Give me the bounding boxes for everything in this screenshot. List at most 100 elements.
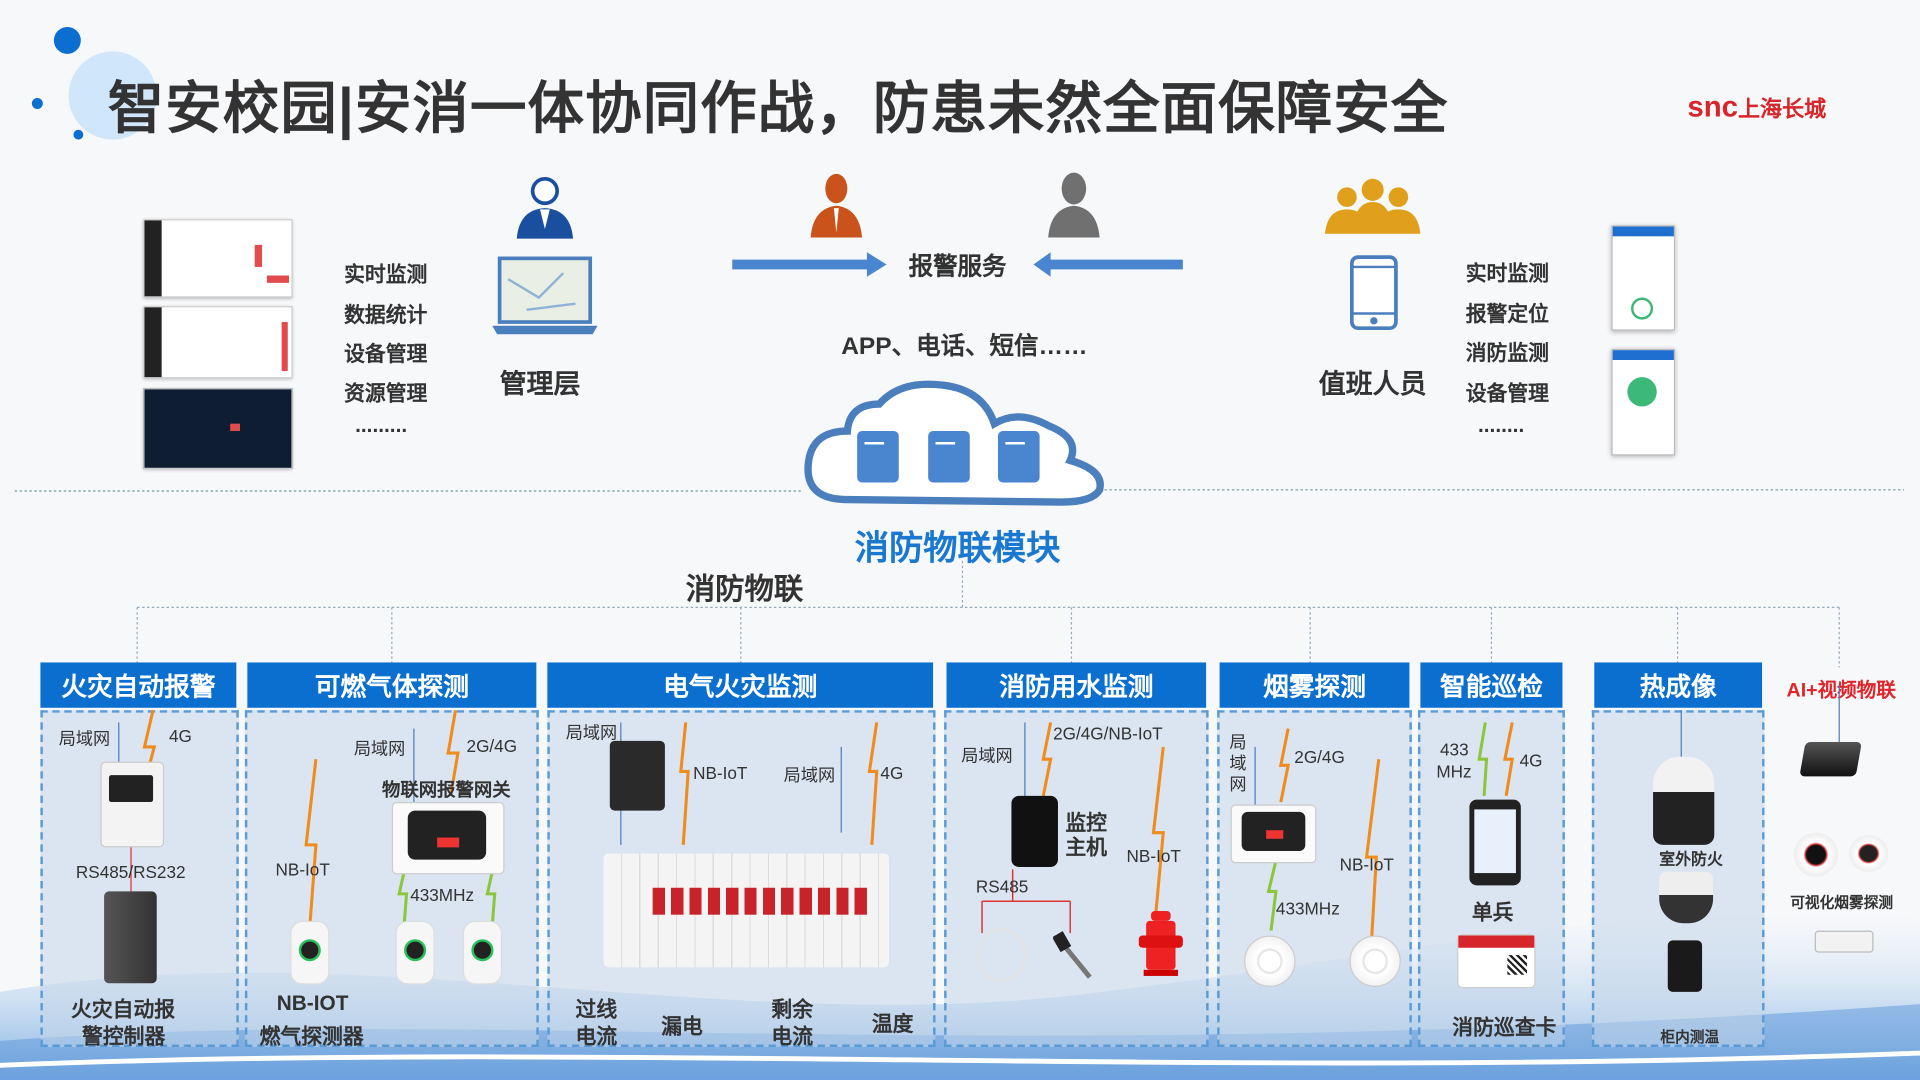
decor-dot bbox=[31, 97, 43, 109]
gas-detector-device bbox=[462, 920, 503, 985]
gas-detector-device bbox=[290, 920, 330, 985]
decor-circle bbox=[68, 51, 157, 140]
label-433mhz: 433MHz bbox=[1275, 898, 1340, 919]
decor-dot bbox=[73, 129, 84, 140]
smoke-detector-device bbox=[1349, 935, 1401, 987]
label-lan-1: 局 bbox=[1229, 732, 1247, 752]
label-leakage: 漏电 bbox=[661, 1015, 703, 1039]
bullet-camera bbox=[1814, 930, 1874, 953]
gas-detector-device bbox=[395, 920, 435, 985]
handheld-terminal-device bbox=[1469, 799, 1521, 886]
duty-ellipsis: ........ bbox=[1477, 413, 1525, 438]
monitor-host-device bbox=[1011, 795, 1058, 867]
label-visual-smoke: 可视化烟雾探测 bbox=[1790, 893, 1894, 912]
label-temperature: 温度 bbox=[871, 1012, 914, 1036]
label-433: 433 bbox=[1440, 739, 1469, 760]
fire-alarm-panel-device bbox=[100, 761, 165, 848]
label-2g4g: 2G/4G bbox=[466, 735, 518, 756]
fire-hydrant-icon bbox=[1138, 911, 1183, 976]
arrow-right-icon bbox=[732, 252, 887, 277]
ptz-thermal-camera bbox=[1653, 756, 1715, 845]
decor-dot bbox=[53, 26, 81, 54]
pressure-sensor-device bbox=[1053, 931, 1092, 979]
label-monitor-host-2: 主机 bbox=[1065, 836, 1107, 860]
panel-header-patrol: 智能巡检 bbox=[1420, 662, 1563, 708]
panel-header-fire-alarm: 火灾自动报警 bbox=[40, 662, 237, 708]
label-handheld: 单兵 bbox=[1471, 901, 1514, 925]
operator-person-icon bbox=[1048, 172, 1100, 238]
label-lan: 局域网 bbox=[353, 738, 406, 758]
smoke-gateway-device bbox=[1230, 804, 1317, 864]
label-controller-line1: 火灾自动报 bbox=[71, 997, 176, 1022]
label-residual-1: 剩余 bbox=[771, 997, 814, 1022]
label-2g4g: 2G/4G bbox=[1294, 746, 1345, 767]
laptop-icon bbox=[492, 256, 598, 335]
label-patrol-card: 消防巡查卡 bbox=[1452, 1016, 1557, 1040]
label-2g4g-nbiot: 2G/4G/NB-IoT bbox=[1053, 723, 1163, 744]
turret-thermal-camera bbox=[1659, 871, 1714, 924]
panel-header-thermal: 热成像 bbox=[1594, 662, 1763, 708]
patrol-card-qr bbox=[1457, 934, 1536, 989]
cabinet-thermal-sensor bbox=[1667, 940, 1703, 992]
panel-header-smoke: 烟雾探测 bbox=[1219, 662, 1410, 708]
label-monitor-host-1: 监控 bbox=[1065, 811, 1107, 836]
label-mhz: MHz bbox=[1436, 761, 1472, 782]
label-lan-2: 域 bbox=[1229, 753, 1247, 773]
panel-header-gas: 可燃气体探测 bbox=[247, 662, 537, 708]
duty-item: 消防监测 bbox=[1465, 341, 1549, 365]
label-nbiot: NB-IoT bbox=[693, 762, 748, 783]
panel-header-water: 消防用水监测 bbox=[946, 662, 1207, 708]
dashboard-screenshot bbox=[143, 219, 293, 298]
label-nbiot: NB-IoT bbox=[275, 859, 330, 880]
label-lan: 局域网 bbox=[783, 765, 836, 785]
mgmt-item: 资源管理 bbox=[344, 382, 428, 406]
caller-person-icon bbox=[810, 173, 863, 238]
cloud-server-icon bbox=[804, 380, 1104, 506]
panel-header-electrical: 电气火灾监测 bbox=[547, 662, 934, 708]
duty-item: 实时监测 bbox=[1465, 262, 1549, 286]
label-nbiot: NB-IoT bbox=[1126, 846, 1181, 866]
logo-brand: snc bbox=[1687, 90, 1739, 124]
label-lan: 局域网 bbox=[58, 728, 111, 749]
label-lan: 局域网 bbox=[565, 722, 618, 743]
label-lan: 局域网 bbox=[961, 745, 1013, 766]
panel-gas bbox=[244, 710, 539, 1047]
circuit-breaker-panel bbox=[603, 853, 889, 968]
label-lan-3: 网 bbox=[1229, 773, 1247, 794]
label-nbiot: NB-IoT bbox=[1339, 854, 1394, 875]
dome-camera bbox=[1793, 832, 1838, 877]
label-4g: 4G bbox=[1519, 750, 1543, 771]
label-residual-2: 电流 bbox=[771, 1024, 814, 1049]
alarm-service-label: 报警服务 bbox=[908, 253, 1007, 281]
label-iot-gateway: 物联网报警网关 bbox=[382, 780, 511, 801]
duty-item: 报警定位 bbox=[1465, 302, 1549, 326]
mgmt-item: 数据统计 bbox=[344, 303, 428, 327]
bigscreen-screenshot bbox=[143, 388, 293, 469]
ai-video-title: AI+视频物联 bbox=[1786, 680, 1896, 702]
table-screenshot bbox=[143, 306, 293, 379]
app-screenshot bbox=[1611, 348, 1676, 456]
page-title: 智安校园|安消一体协同作战，防患未然全面保障安全 bbox=[107, 75, 1449, 140]
staff-group-icon bbox=[1324, 178, 1421, 234]
management-label: 管理层 bbox=[499, 368, 581, 400]
cloud-module-label: 消防物联模块 bbox=[854, 528, 1061, 567]
iot-label: 消防物联 bbox=[685, 573, 804, 607]
manager-person-icon bbox=[516, 176, 574, 239]
label-rs485: RS485 bbox=[975, 876, 1029, 897]
nvr-device bbox=[1799, 742, 1862, 777]
label-gas-detector: 燃气探测器 bbox=[259, 1024, 364, 1049]
electrical-monitor-module bbox=[609, 740, 665, 811]
mgmt-item: 实时监测 bbox=[344, 263, 428, 287]
pressure-cable-sensor bbox=[977, 928, 1027, 983]
label-overcurrent-1: 过线 bbox=[575, 997, 618, 1022]
brand-logo: snc上海长城 bbox=[1687, 91, 1826, 125]
alarm-channels: APP、电话、短信…… bbox=[841, 333, 1088, 361]
fire-alarm-controller-cabinet bbox=[104, 891, 157, 984]
smoke-detector-device bbox=[1244, 935, 1296, 987]
label-overcurrent-2: 电流 bbox=[575, 1024, 618, 1049]
duty-label: 值班人员 bbox=[1318, 368, 1427, 400]
mobile-phone-icon bbox=[1350, 255, 1398, 331]
logo-name: 上海长城 bbox=[1738, 96, 1827, 122]
label-nbiot-device: NB-IOT bbox=[276, 991, 349, 1016]
